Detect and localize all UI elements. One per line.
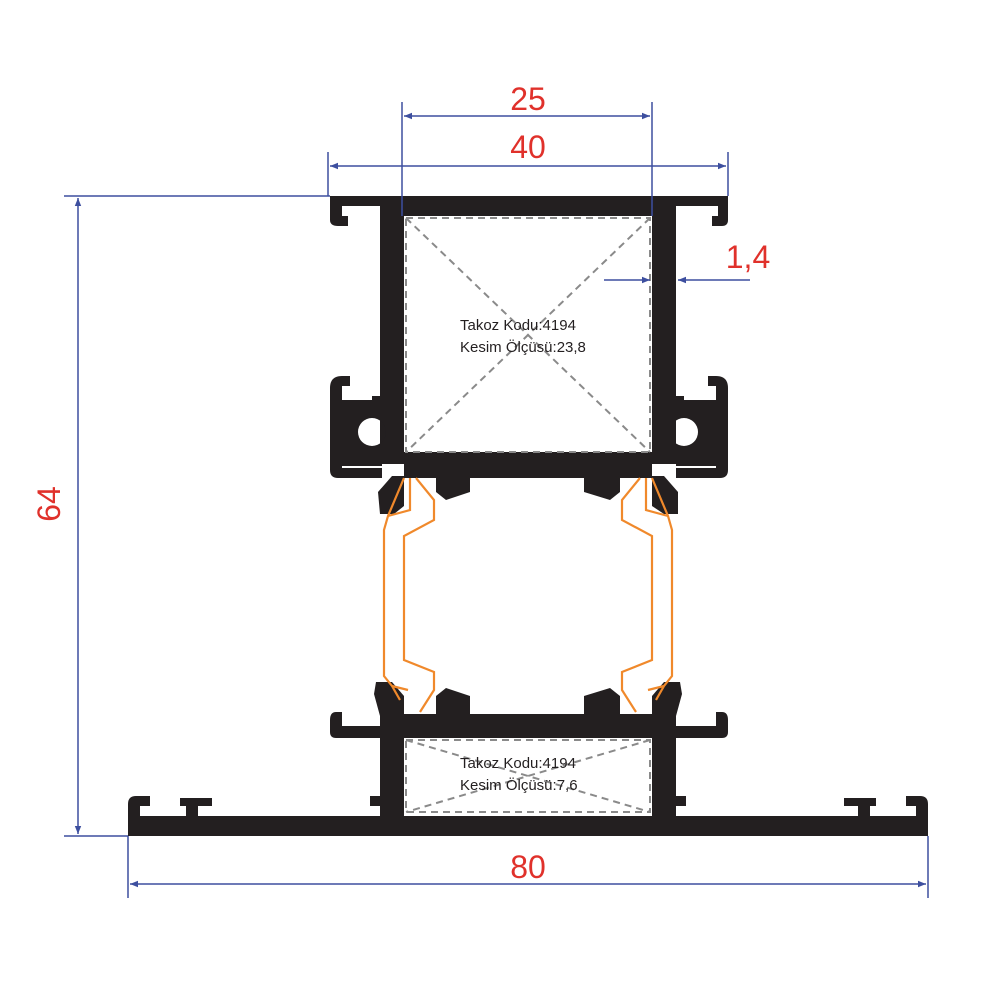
lower-cut-size: Kesim Ölçüsü:7,6 <box>460 776 578 794</box>
base-left-clip <box>180 798 212 816</box>
upper-cut-size: Kesim Ölçüsü:23,8 <box>460 338 586 356</box>
right-port-body <box>670 400 716 466</box>
upper-right-pocket <box>652 476 678 514</box>
dim-64-label: 64 <box>31 486 67 522</box>
right-strip-inner <box>620 477 654 713</box>
lower-left-fin <box>330 712 380 738</box>
lower-mid-left-pocket <box>436 688 470 714</box>
top-flange <box>330 196 728 226</box>
base-right-clip <box>844 798 876 816</box>
upper-mid-left-pocket <box>436 476 470 500</box>
dim-14-label: 1,4 <box>726 239 770 275</box>
lower-takoz-code: Takoz Kodu:4194 <box>460 755 576 772</box>
hidden-lines <box>405 217 651 813</box>
lower-web <box>380 714 676 738</box>
dim-40-label: 40 <box>510 129 546 165</box>
right-strip-outer <box>650 477 674 701</box>
left-strip-inner <box>402 477 436 713</box>
upper-web <box>404 464 652 478</box>
lower-left-wall <box>380 736 404 818</box>
dim-25-label: 25 <box>510 81 546 117</box>
upper-left-wall <box>372 206 404 458</box>
upper-bottom-plate <box>380 452 676 464</box>
upper-takoz-code: Takoz Kodu:4194 <box>460 317 576 334</box>
upper-left-pocket <box>378 476 404 514</box>
right-screw-port <box>676 376 728 478</box>
lower-right-pocket <box>652 682 682 716</box>
lower-left-nub <box>370 796 382 806</box>
thermal-break-strips <box>382 477 674 713</box>
left-screw-port <box>330 376 382 478</box>
lower-right-fin <box>676 712 728 738</box>
upper-mid-right-pocket <box>584 476 620 500</box>
lower-takoz-box <box>405 739 651 813</box>
lower-mid-right-pocket <box>584 688 620 714</box>
base-plate <box>128 796 928 836</box>
dim-80-label: 80 <box>510 849 546 885</box>
lower-right-nub <box>674 796 686 806</box>
right-strip-link <box>644 478 669 692</box>
upper-right-wall <box>652 206 684 458</box>
lower-right-wall <box>652 736 676 818</box>
left-strip-link <box>387 478 412 692</box>
aluminium-profile <box>128 196 928 836</box>
left-port-body <box>342 400 386 466</box>
upper-takoz-box <box>405 217 651 453</box>
lower-left-pocket <box>374 682 404 716</box>
dimension-lines <box>64 102 929 898</box>
left-strip-outer <box>382 477 406 701</box>
